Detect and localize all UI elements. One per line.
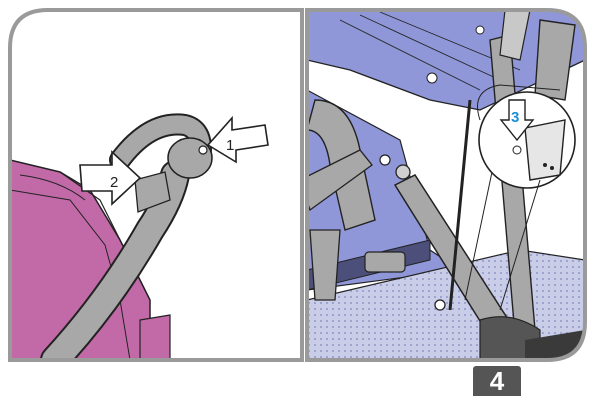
step-number-badge: 4 xyxy=(473,366,521,396)
arrow-2-label: 2 xyxy=(110,174,118,191)
right-panel: 3 xyxy=(300,10,585,360)
arrow-3-label: 3 xyxy=(511,109,519,126)
arrow-1-label: 1 xyxy=(226,137,234,154)
left-panel: 1 2 xyxy=(10,10,302,360)
